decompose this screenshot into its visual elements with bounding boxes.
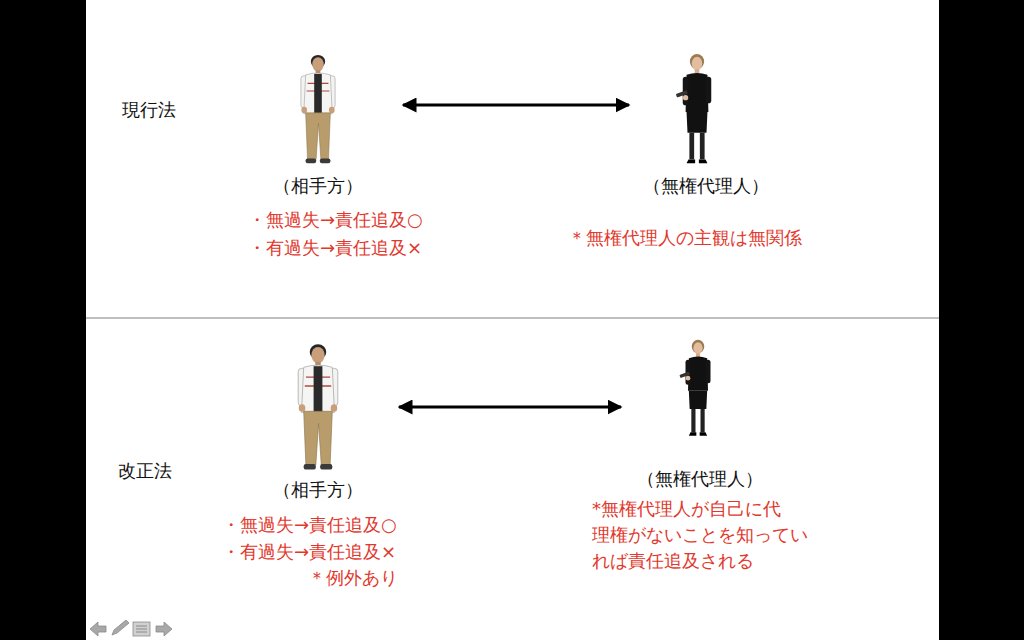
party-caption: （相手方） [273, 174, 363, 198]
party-box: （無権代理人） [639, 50, 773, 198]
panel-divider [86, 317, 939, 318]
section-title: 現行法 [122, 98, 176, 122]
rule-note: ・無過失→責任追及○ [222, 513, 397, 537]
side-bar [939, 0, 1024, 640]
rule-note: ・有過失→責任追及× [248, 236, 422, 260]
party-caption: （相手方） [273, 478, 363, 502]
rule-note: ・有過失→責任追及× [222, 540, 396, 564]
party-caption: （無権代理人） [643, 174, 769, 198]
party-caption: （無権代理人） [637, 467, 763, 491]
section-title: 改正法 [118, 459, 172, 483]
person-figure [676, 54, 711, 163]
party-box: （相手方） [269, 50, 367, 198]
rule-note: ＊例外あり [308, 566, 398, 590]
person-figure [301, 55, 335, 163]
rule-note: ＊無権代理人の主観は無関係 [568, 226, 802, 250]
person-figure [298, 344, 338, 469]
nav-icons [90, 620, 172, 636]
double-arrow [403, 104, 629, 107]
person-figure [679, 340, 710, 436]
party-box: （相手方） [269, 340, 367, 502]
rule-note: ・無過失→責任追及○ [248, 208, 423, 232]
double-arrow [399, 406, 621, 409]
party-box: （無権代理人） [633, 337, 767, 491]
rule-note: *無権代理人が自己に代 理権がないことを知ってい れば責任追及される [592, 496, 854, 574]
side-bar [0, 0, 86, 640]
